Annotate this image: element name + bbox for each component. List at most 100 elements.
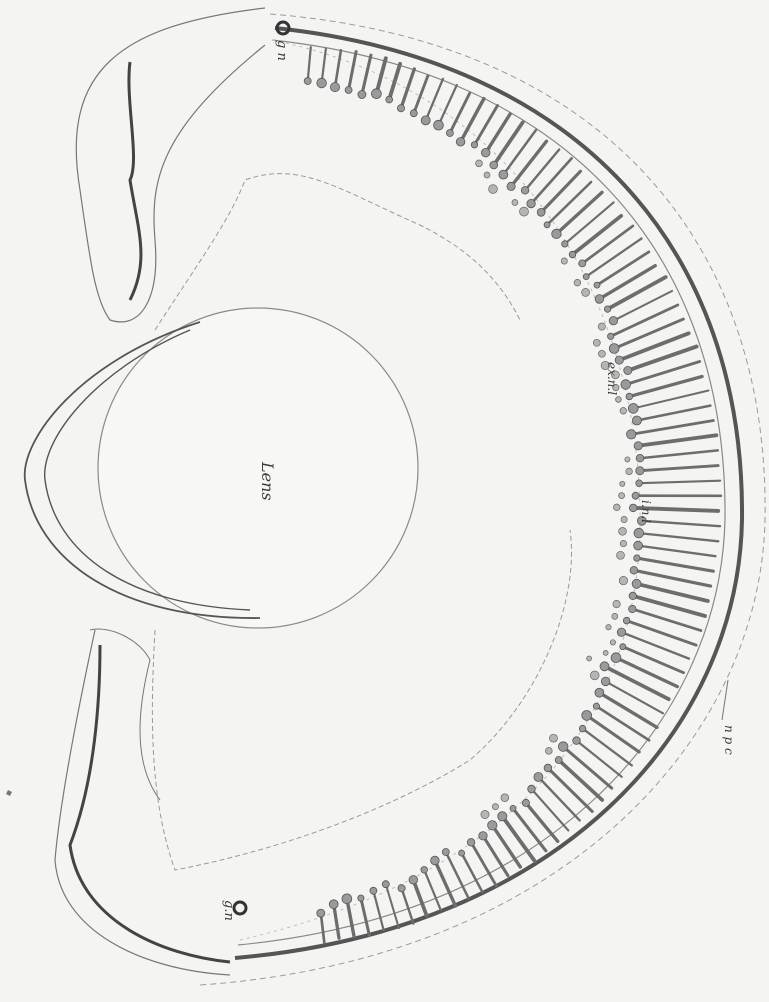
retina-inner-nucleus — [620, 540, 626, 546]
retina-cell-nucleus — [624, 366, 632, 374]
retina-cell-nucleus — [537, 208, 545, 216]
retina-cell-nucleus — [636, 480, 643, 487]
retina-cell-nucleus — [634, 442, 642, 450]
retina-cell-nucleus — [609, 344, 619, 354]
retina-cell-nucleus — [600, 662, 609, 671]
retina-cell-nucleus — [555, 757, 562, 764]
retina-inner-nucleus — [545, 748, 552, 755]
retina-inner-nucleus — [481, 810, 489, 818]
retina-inner-nucleus — [574, 279, 581, 286]
retina-cell-nucleus — [593, 703, 599, 709]
label-inl: i.n.l — [639, 500, 653, 523]
retina-cell-nucleus — [527, 199, 535, 207]
retina-cell-nucleus — [629, 592, 636, 599]
retina-inner-nucleus — [489, 185, 498, 194]
label-lens: Lens — [258, 461, 277, 501]
retina-cell-nucleus — [629, 504, 637, 512]
retina-cell-nucleus — [521, 187, 529, 195]
retina-inner-nucleus — [598, 323, 605, 330]
retina-inner-nucleus — [617, 551, 625, 559]
retina-cell-nucleus — [479, 832, 487, 840]
retina-cell-nucleus — [594, 282, 600, 288]
retina-cell-nucleus — [628, 404, 638, 414]
retina-cell-nucleus — [490, 161, 498, 169]
retina-cell-nucleus — [534, 773, 543, 782]
retina-cell-nucleus — [611, 653, 621, 663]
retina-cell-nucleus — [620, 644, 626, 650]
retina-cell-nucleus — [544, 764, 552, 772]
retina-cell-nucleus — [544, 222, 550, 228]
retina-cell-nucleus — [609, 317, 617, 325]
label-gn-top: g n — [274, 40, 289, 61]
retina-cell-nucleus — [398, 885, 405, 892]
retina-inner-nucleus — [614, 504, 621, 511]
retina-cell-nucleus — [397, 105, 404, 112]
retina-cell-nucleus — [409, 876, 418, 885]
retina-cell-nucleus — [421, 116, 430, 125]
retina-inner-nucleus — [606, 625, 611, 630]
retina-inner-nucleus — [619, 528, 627, 536]
retina-inner-nucleus — [598, 350, 605, 357]
retina-inner-nucleus — [610, 640, 615, 645]
retina-cell-nucleus — [317, 909, 325, 917]
retina-inner-nucleus — [619, 576, 627, 584]
retina-cell-nucleus — [579, 725, 586, 732]
label-gn-bottom: g.n — [221, 900, 236, 921]
retina-cell-nucleus — [370, 887, 377, 894]
retina-cell-nucleus — [634, 555, 640, 561]
retina-inner-nucleus — [619, 493, 625, 499]
retina-inner-nucleus — [561, 258, 567, 264]
retina-cell-nucleus — [552, 229, 561, 238]
retina-cell-nucleus — [634, 541, 643, 550]
retina-cell-nucleus — [499, 170, 508, 179]
retina-cell-nucleus — [595, 688, 604, 697]
retina-inner-nucleus — [512, 200, 518, 206]
retina-inner-nucleus — [590, 671, 599, 680]
retina-inner-nucleus — [550, 734, 558, 742]
retina-inner-nucleus — [501, 794, 509, 802]
retina-inner-nucleus — [492, 804, 498, 810]
retina-cell-nucleus — [634, 528, 644, 538]
retina-cell-nucleus — [481, 148, 490, 157]
retina-cell-nucleus — [595, 295, 604, 304]
retina-cell-nucleus — [467, 839, 475, 847]
retina-cell-nucleus — [421, 867, 428, 874]
retina-cell-nucleus — [507, 182, 515, 190]
retina-cell-nucleus — [608, 333, 614, 339]
retina-inner-nucleus — [620, 408, 627, 415]
retina-cell-nucleus — [626, 393, 633, 400]
label-exnl: ex.n.l — [605, 362, 619, 395]
retina-cell-nucleus — [488, 821, 497, 830]
retina-cell-nucleus — [632, 492, 639, 499]
retina-inner-nucleus — [625, 457, 630, 462]
retina-cell-nucleus — [498, 812, 507, 821]
retina-cell-nucleus — [558, 742, 568, 752]
retina-cell-nucleus — [573, 737, 581, 745]
retina-cell-nucleus — [456, 138, 465, 147]
retina-inner-nucleus — [616, 397, 622, 403]
retina-cell-nucleus — [636, 454, 644, 462]
retina-cell-nucleus — [329, 900, 338, 909]
retina-cell-nucleus — [431, 856, 440, 865]
retina-cell-nucleus — [582, 711, 592, 721]
retina-cell-nucleus — [372, 89, 382, 99]
retina-cell-nucleus — [434, 120, 444, 130]
retina-cell-nucleus — [459, 850, 465, 856]
retina-cell-nucleus — [604, 306, 610, 312]
retina-cell-nucleus — [382, 881, 389, 888]
retina-inner-nucleus — [582, 288, 590, 296]
retina-cell-nucleus — [304, 78, 311, 85]
retina-inner-nucleus — [620, 481, 625, 486]
retina-inner-nucleus — [621, 516, 627, 522]
retina-inner-nucleus — [626, 468, 633, 475]
retina-cell-nucleus — [601, 677, 610, 686]
retina-cell-nucleus — [528, 785, 536, 793]
retina-cell-nucleus — [358, 91, 366, 99]
retina-cell-nucleus — [579, 260, 586, 267]
retina-cell-nucleus — [632, 416, 641, 425]
retina-cell-nucleus — [621, 380, 631, 390]
retina-inner-nucleus — [484, 172, 490, 178]
retina-cell-nucleus — [471, 142, 477, 148]
retina-cell-nucleus — [632, 579, 641, 588]
